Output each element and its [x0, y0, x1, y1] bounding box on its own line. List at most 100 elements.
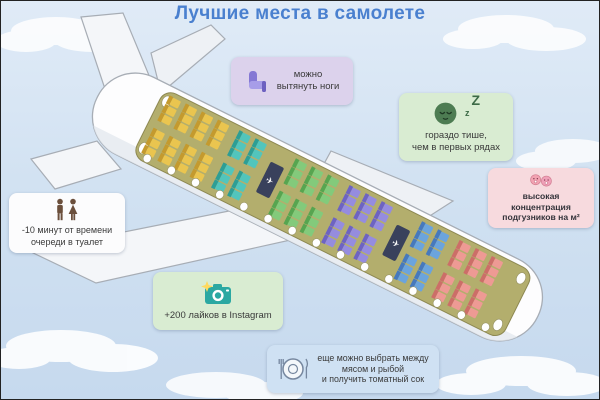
- seat-back: [487, 255, 496, 266]
- seat-cushion: [475, 250, 487, 261]
- seat-cushion: [177, 123, 189, 134]
- cabin-window: [408, 286, 418, 296]
- seat-cushion: [307, 177, 319, 188]
- cabin-window: [239, 202, 249, 212]
- seat-cushion: [219, 173, 231, 184]
- seat-back: [329, 217, 338, 228]
- seat-back: [413, 229, 422, 240]
- seat-back: [214, 119, 222, 130]
- seat-cushion: [341, 204, 353, 216]
- seat-cushion: [325, 236, 337, 248]
- seat-back: [471, 288, 480, 299]
- seat-back: [303, 174, 312, 185]
- seat-back: [231, 138, 239, 149]
- seat-back: [357, 241, 366, 252]
- seat-back: [345, 225, 354, 236]
- seat-cushion: [165, 106, 177, 117]
- fuselage: ✈✈: [78, 72, 544, 356]
- seat-cushion: [312, 168, 324, 180]
- seat-back: [287, 207, 296, 217]
- exit-plane-icon: ✈: [264, 176, 276, 189]
- seat-cushion: [186, 146, 197, 157]
- seat-cushion: [324, 185, 335, 196]
- seat-cushion: [291, 209, 303, 221]
- seat-cushion: [181, 114, 193, 125]
- callout-meal: еще можно выбрать между мясом и рыбой и …: [267, 345, 439, 393]
- restroom-icon: [57, 199, 78, 221]
- cloud: [516, 139, 599, 171]
- seat-cushion: [492, 258, 503, 269]
- seat-cushion: [153, 130, 165, 141]
- seat-cushion: [235, 181, 247, 192]
- seat-back: [429, 237, 438, 248]
- seat-cushion: [214, 130, 225, 141]
- seat-back: [173, 160, 181, 171]
- seat-back: [315, 191, 324, 202]
- seat-back: [303, 215, 312, 225]
- meal-plate-icon: [278, 358, 309, 380]
- seat-cushion: [303, 226, 315, 237]
- seat-back: [353, 210, 361, 220]
- seat-back: [418, 261, 426, 272]
- seat-cushion: [161, 115, 173, 126]
- seat-back: [283, 175, 292, 186]
- callout-diapers-text: высокая концентрация подгузников на м²: [502, 190, 580, 223]
- seat-cushion: [271, 210, 283, 221]
- cloud: [1, 330, 158, 372]
- seat-cushion: [239, 173, 251, 184]
- seat-back: [141, 144, 149, 155]
- seat-back: [181, 103, 190, 114]
- cabin-window: [360, 262, 370, 272]
- seat-back: [393, 270, 402, 281]
- seat-back: [357, 201, 366, 212]
- seat-cushion: [161, 155, 173, 166]
- seat-back: [205, 136, 214, 147]
- seat-cushion: [434, 240, 445, 251]
- seat-cushion: [169, 98, 181, 109]
- seat-back: [337, 202, 345, 212]
- seat-back: [157, 152, 165, 163]
- seat-cushion: [455, 291, 467, 302]
- seat-back: [418, 221, 426, 232]
- seat-cushion: [443, 274, 455, 286]
- seat-back: [341, 193, 349, 204]
- seat-back: [231, 178, 239, 189]
- seat-back: [377, 201, 386, 211]
- callout-quiet: z Z гораздо тише, чем в первых рядах: [399, 92, 513, 161]
- seat-cushion: [487, 267, 499, 278]
- seat-cushion: [413, 240, 425, 252]
- seat-back: [181, 143, 190, 154]
- seat-cushion: [303, 185, 315, 197]
- seat-cushion: [329, 228, 341, 239]
- seat-cushion: [193, 131, 205, 142]
- seat-icon: [248, 71, 266, 92]
- seat-back: [463, 264, 471, 275]
- seat-cushion: [181, 154, 193, 166]
- seat-cushion: [312, 209, 324, 220]
- seat-back: [193, 160, 202, 171]
- callout-legroom-text: можно вытянуть ноги: [276, 69, 340, 92]
- seat-back: [299, 223, 308, 234]
- seat-back: [197, 111, 206, 122]
- seat-back: [413, 269, 422, 280]
- seat-cushion: [328, 176, 340, 188]
- seat-cushion: [149, 138, 161, 150]
- exit-row-marker: [256, 162, 284, 198]
- page-title: Лучшие места в самолете: [174, 3, 426, 24]
- seat-cushion: [467, 267, 479, 278]
- left-stabilizer: [29, 140, 123, 190]
- callout-legroom: можно вытянуть ноги: [231, 57, 353, 105]
- seat-cushion: [202, 114, 213, 125]
- seat-back: [189, 128, 198, 139]
- cloud: [443, 15, 586, 51]
- callout-toilet: -10 минут от времени очереди в туалет: [9, 193, 125, 253]
- seat-cushion: [361, 244, 373, 255]
- seat-back: [447, 297, 455, 308]
- seat-cushion: [349, 187, 361, 199]
- seat-cushion: [429, 248, 441, 260]
- seat-cushion: [197, 162, 209, 174]
- seat-cushion: [451, 299, 463, 311]
- seat-back: [434, 229, 442, 240]
- camera-icon: [201, 281, 231, 305]
